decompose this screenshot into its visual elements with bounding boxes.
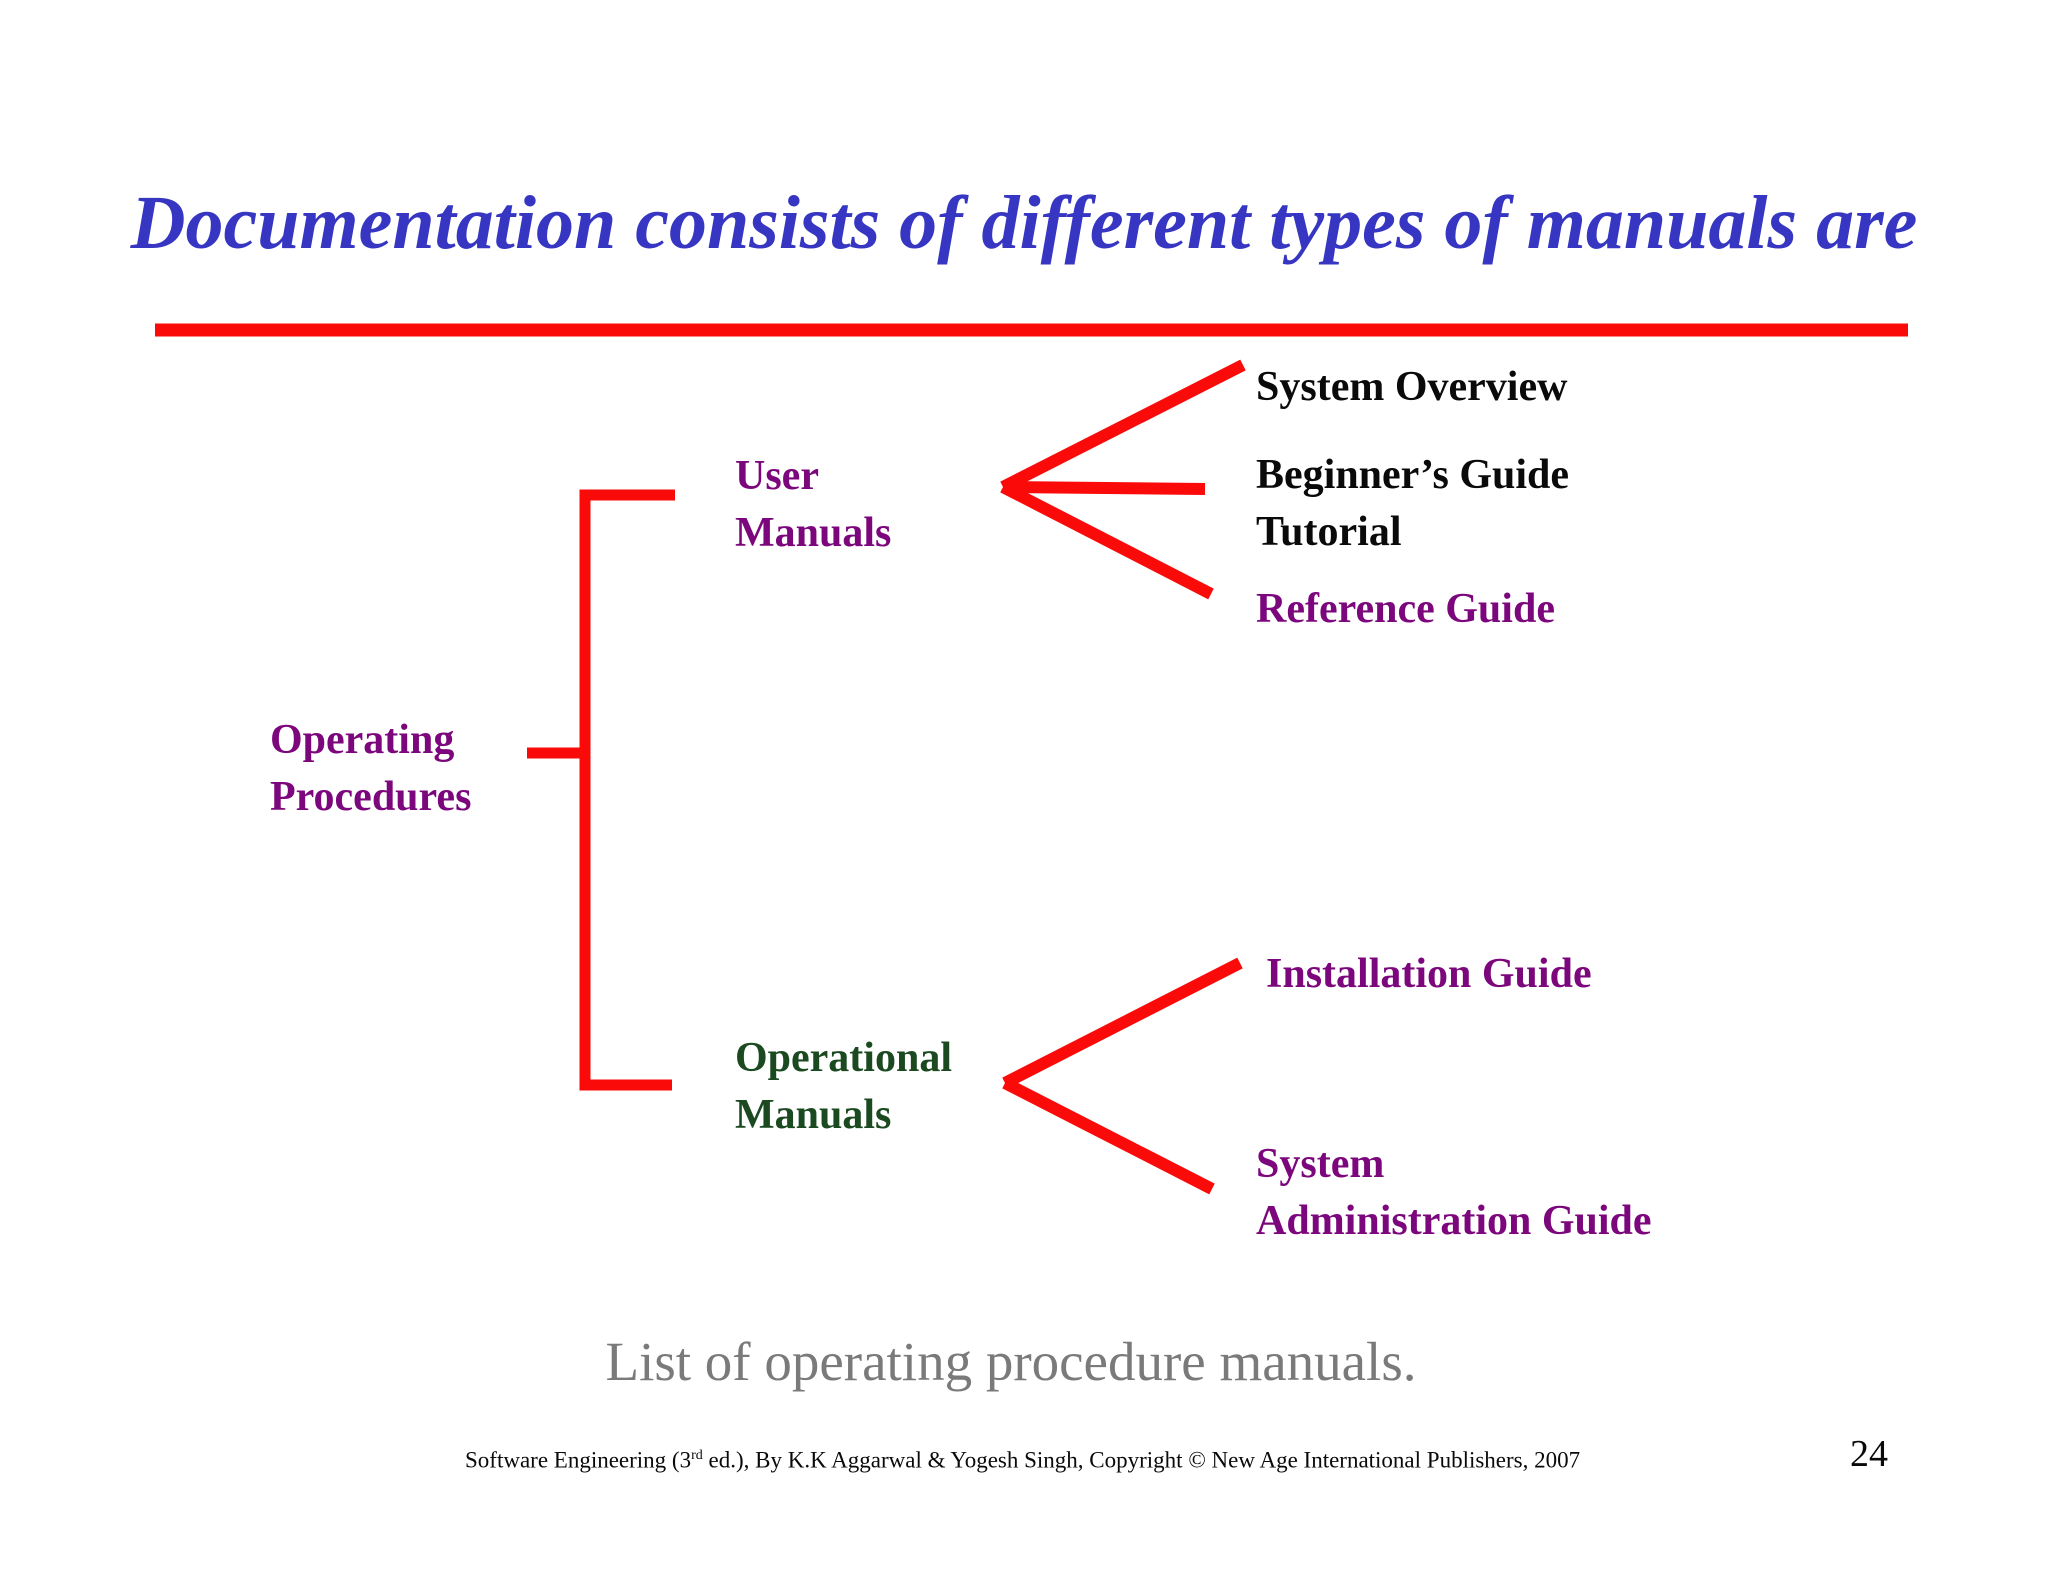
footer-credit-sup: rd <box>691 1448 703 1463</box>
footer-credit-post: ed.), By K.K Aggarwal & Yogesh Singh, Co… <box>702 1447 1581 1473</box>
footer-credit: Software Engineering (3rd ed.), By K.K A… <box>465 1441 1580 1476</box>
leaf-reference-guide: Reference Guide <box>1256 581 1555 638</box>
node-user-manuals: User Manuals <box>735 448 891 562</box>
connector-op-to-installation-guide <box>1002 957 1243 1089</box>
node-operating-procedures: Operating Procedures <box>270 712 471 826</box>
connector-user-to-beginners-guide <box>1002 481 1206 495</box>
figure-caption: List of operating procedure manuals. <box>605 1331 1417 1392</box>
footer-credit-pre: Software Engineering (3 <box>465 1447 692 1473</box>
leaf-beginners-guide-tutorial: Beginner’s Guide Tutorial <box>1256 447 1569 561</box>
connector-op-to-system-admin-guide <box>1002 1077 1215 1195</box>
leaf-beginners-guide-line2: Tutorial <box>1256 509 1402 555</box>
leaf-system-admin-line2: Administration Guide <box>1256 1198 1652 1244</box>
leaf-system-overview: System Overview <box>1256 359 1567 416</box>
leaf-system-admin-line1: System <box>1256 1141 1385 1187</box>
leaf-installation-guide-line1: Installation Guide <box>1266 951 1592 997</box>
leaf-beginners-guide-line1: Beginner’s Guide <box>1256 452 1570 498</box>
node-user-manuals-line2: Manuals <box>735 510 892 556</box>
page-number: 24 <box>1850 1433 1888 1475</box>
leaf-system-overview-line1: System Overview <box>1256 364 1568 410</box>
leaf-system-administration-guide: System Administration Guide <box>1256 1136 1652 1250</box>
node-operating-procedures-line1: Operating <box>270 717 455 763</box>
leaf-installation-guide: Installation Guide <box>1266 946 1592 1003</box>
node-operational-manuals: Operational Manuals <box>735 1030 952 1144</box>
node-operational-manuals-line1: Operational <box>735 1035 952 1081</box>
connector-user-to-system-overview <box>1000 359 1246 493</box>
node-operational-manuals-line2: Manuals <box>735 1092 892 1138</box>
node-user-manuals-line1: User <box>735 453 819 499</box>
slide-title: Documentation consists of different type… <box>130 181 1918 265</box>
connector-user-to-reference-guide <box>1000 481 1214 600</box>
node-operating-procedures-line2: Procedures <box>270 774 472 820</box>
connector-bracket <box>579 489 675 1091</box>
leaf-reference-guide-line1: Reference Guide <box>1256 586 1555 632</box>
